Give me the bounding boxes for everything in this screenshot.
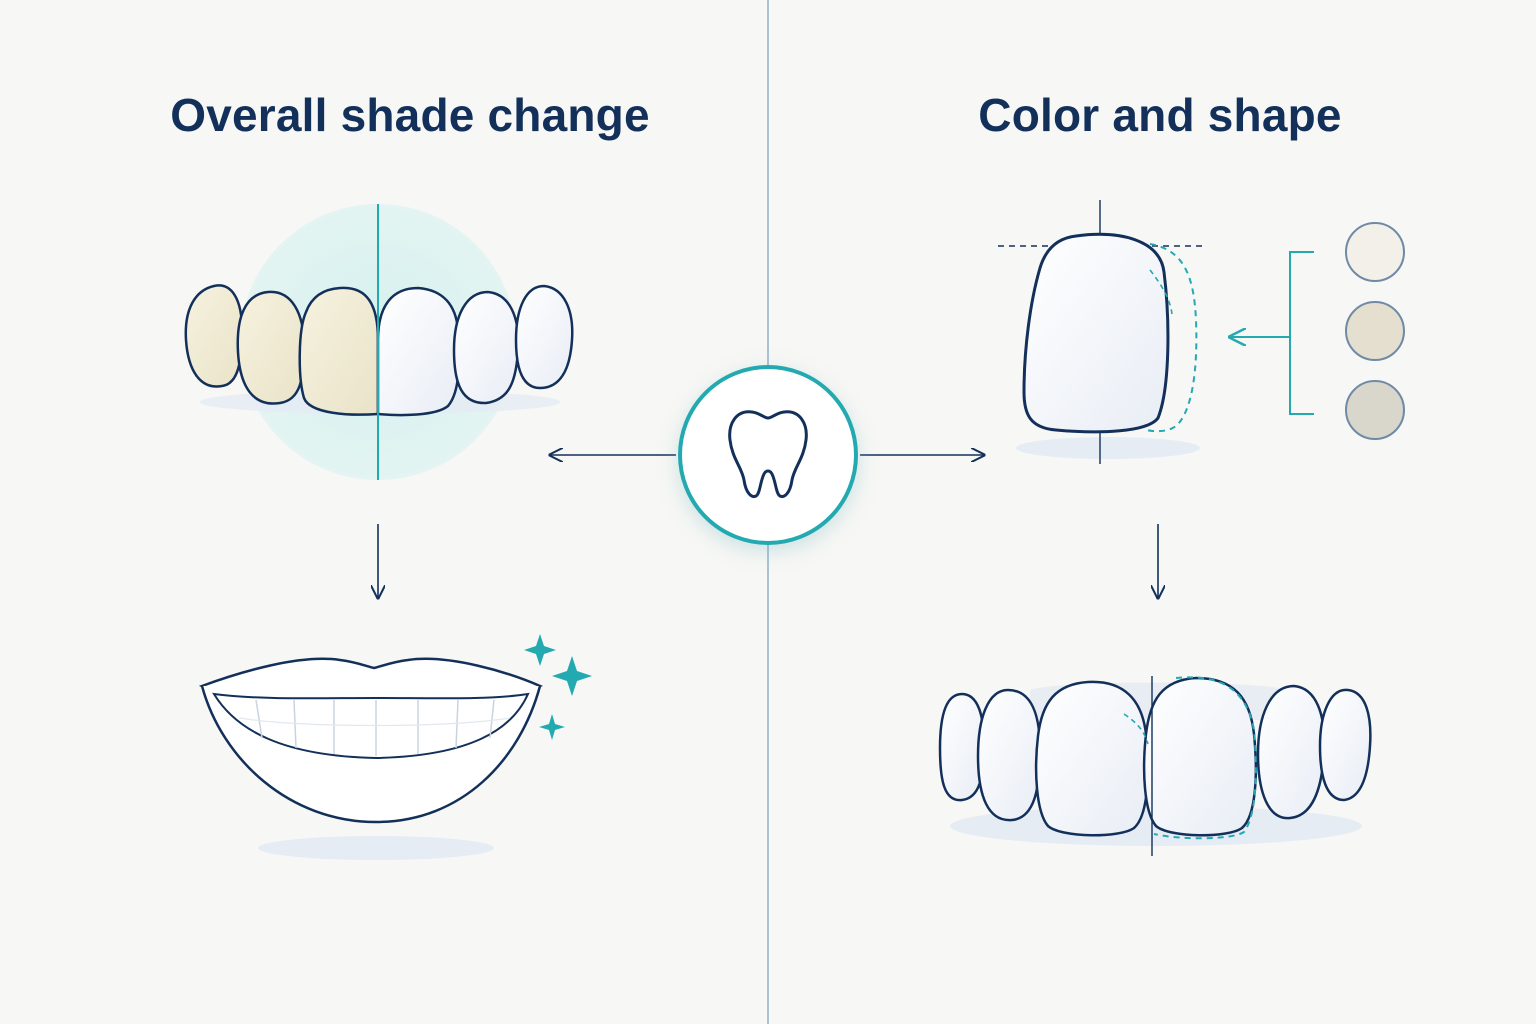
right-panel-title: Color and shape xyxy=(978,89,1342,141)
tooth xyxy=(976,688,1042,822)
shade-comparison-illustration xyxy=(184,204,574,480)
swatch-bracket xyxy=(1289,251,1314,415)
new-contour-outline xyxy=(1145,243,1198,433)
designed-tooth xyxy=(1022,232,1170,434)
sparkle-icon xyxy=(539,714,565,740)
shade-swatch xyxy=(1345,301,1405,361)
sparkle-icon xyxy=(524,634,556,666)
new-contour-outline xyxy=(1153,676,1257,840)
shade-swatch xyxy=(1345,380,1405,440)
redesigned-tooth xyxy=(1142,676,1258,837)
shade-swatch xyxy=(1345,222,1405,282)
yellowed-tooth xyxy=(184,284,244,388)
whitened-tooth xyxy=(514,284,574,390)
sparkle-icon xyxy=(552,656,592,696)
left-panel-title: Overall shade change xyxy=(170,89,650,141)
yellowed-tooth xyxy=(298,286,380,416)
tooth-icon xyxy=(728,410,808,498)
bright-smile-illustration xyxy=(198,634,592,860)
tooth xyxy=(1318,688,1372,802)
tooth xyxy=(1256,684,1326,820)
shade-swatch-selector xyxy=(1230,222,1405,440)
center-tooth-badge xyxy=(678,365,858,545)
redesigned-teeth-row-illustration xyxy=(938,676,1372,856)
tooth xyxy=(1034,680,1150,837)
yellowed-tooth xyxy=(236,290,306,405)
whitened-tooth xyxy=(452,290,520,405)
tooth-shape-design-illustration xyxy=(998,200,1202,464)
whitened-tooth xyxy=(376,286,461,417)
